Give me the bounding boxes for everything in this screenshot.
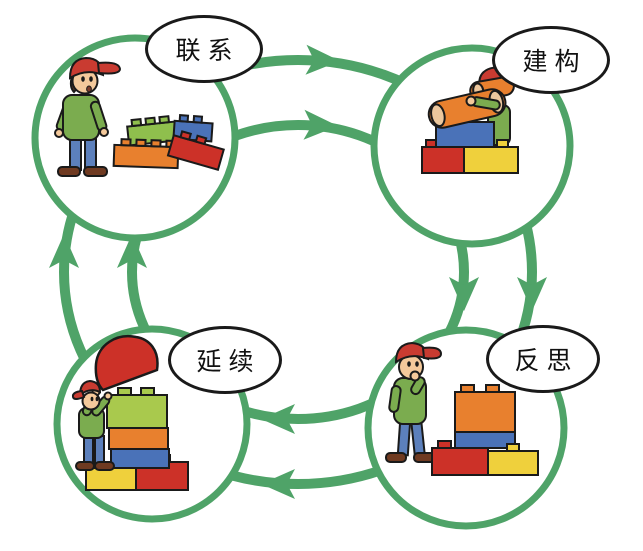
stage-label-connect: 联系 bbox=[175, 36, 240, 65]
arm-at-chin bbox=[410, 376, 426, 396]
brick-tower bbox=[421, 76, 519, 174]
arrowhead-right-outer bbox=[517, 277, 547, 311]
stage-label-continue: 延续 bbox=[196, 347, 261, 376]
arrowhead-bottom-inner bbox=[261, 404, 295, 434]
scattered-brick-pile bbox=[112, 114, 225, 171]
stage-bubble-connect: 联系 bbox=[145, 15, 263, 83]
boy-thinking-figure bbox=[385, 341, 443, 463]
cap-brim bbox=[71, 389, 86, 400]
inner-ring bbox=[127, 120, 469, 424]
outer-ring bbox=[59, 55, 537, 489]
stage-bubble-continue: 延续 bbox=[168, 326, 282, 394]
arrowhead-left-inner bbox=[117, 234, 147, 268]
cycle-rings bbox=[49, 44, 547, 499]
finished-brick-tower bbox=[431, 384, 539, 476]
tall-brick-tower bbox=[85, 387, 189, 491]
stage-bubble-construct: 建构 bbox=[492, 26, 610, 94]
red-cap bbox=[78, 379, 102, 398]
illustration-connect bbox=[54, 56, 225, 177]
stage-bubble-reflect: 反思 bbox=[486, 325, 600, 393]
cap-brim bbox=[96, 61, 122, 75]
arrowhead-top-outer bbox=[305, 44, 340, 75]
arrowhead-top-inner bbox=[303, 109, 338, 140]
illustration-construct bbox=[421, 66, 519, 174]
red-roof-piece bbox=[94, 334, 159, 392]
illustration-reflect bbox=[385, 341, 539, 476]
boy-lifting-figure bbox=[71, 379, 115, 471]
arrowhead-bottom-outer bbox=[261, 469, 295, 499]
illustration-continue bbox=[71, 334, 189, 491]
stage-label-reflect: 反思 bbox=[514, 346, 579, 375]
arrowhead-right-inner bbox=[449, 277, 479, 311]
stage-label-construct: 建构 bbox=[522, 47, 587, 76]
cap-brim bbox=[421, 346, 443, 360]
boy-observing-figure bbox=[54, 56, 122, 177]
arrowhead-left-outer bbox=[49, 234, 79, 268]
